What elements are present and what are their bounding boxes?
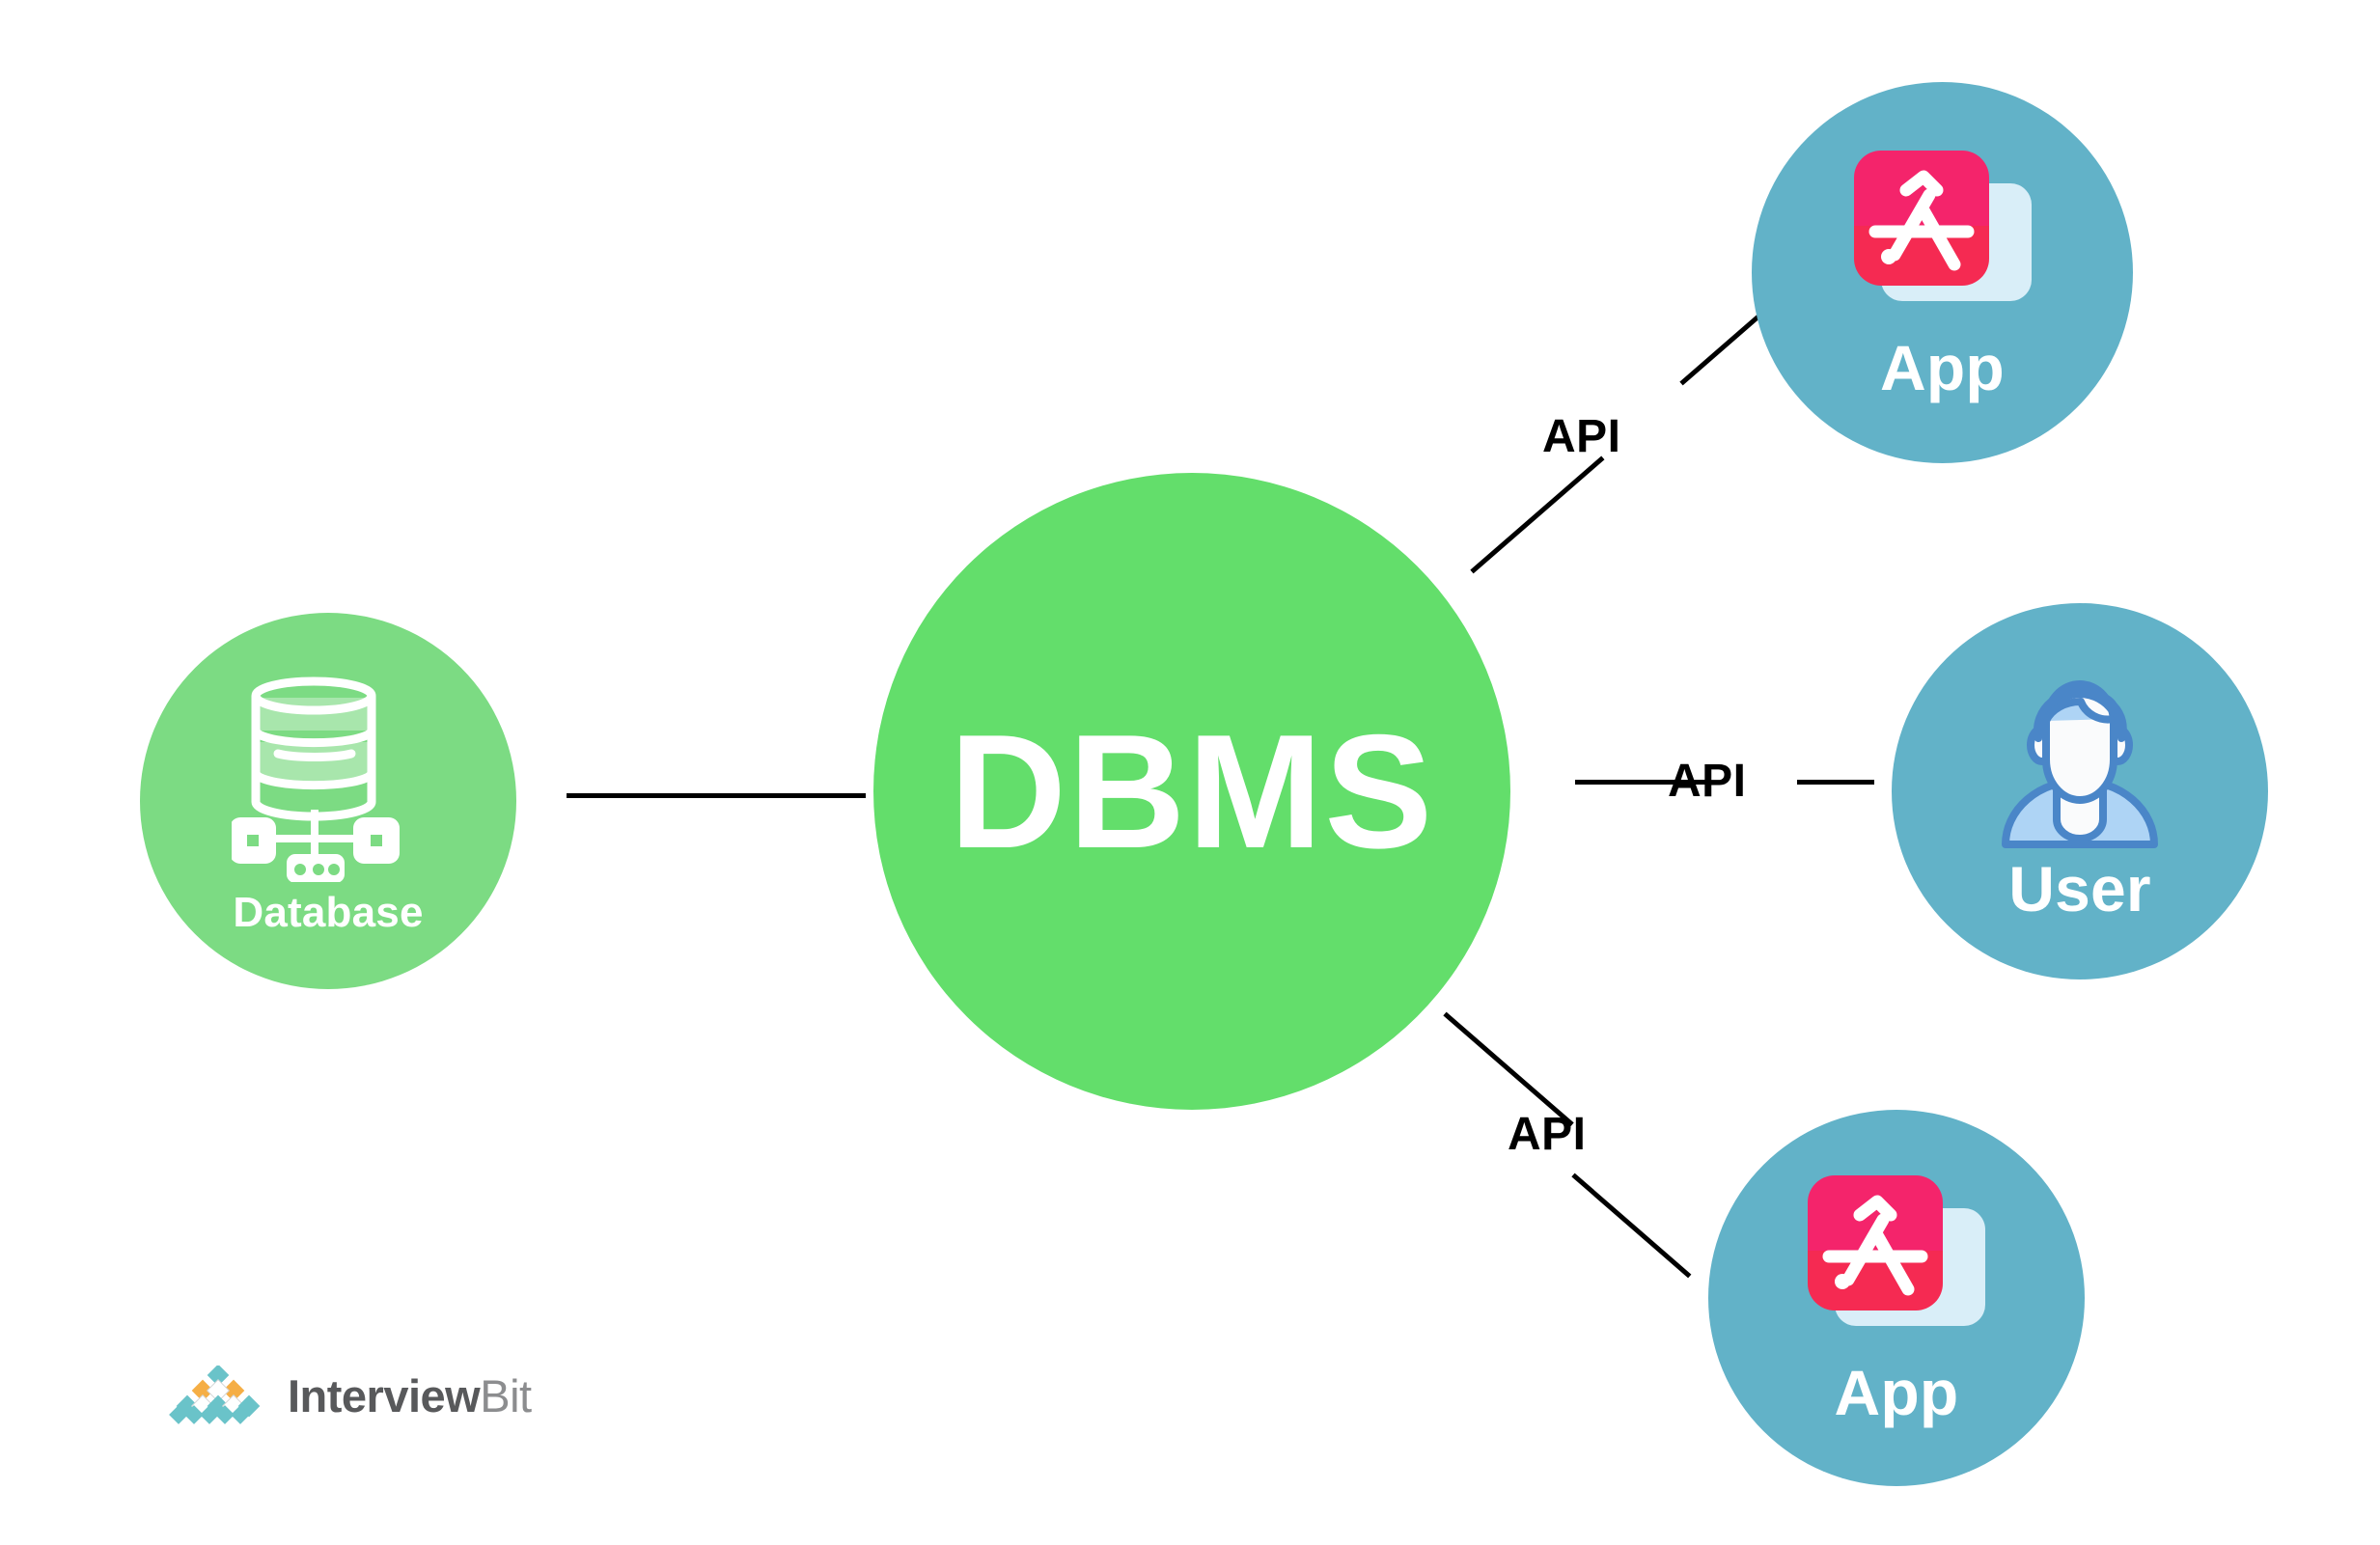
node-database[interactable]: Database	[140, 613, 516, 989]
node-app-top[interactable]: App	[1752, 82, 2133, 463]
logo-text-interview: Interview	[288, 1369, 481, 1421]
app-store-icon	[1846, 147, 2039, 330]
node-app-bottom[interactable]: App	[1708, 1110, 2085, 1486]
node-label-app-top: App	[1880, 331, 2005, 403]
interviewbit-wordmark: InterviewBit	[288, 1373, 532, 1419]
edge-line-database-dbms	[567, 793, 866, 798]
app-store-icon	[1800, 1172, 1993, 1355]
node-dbms[interactable]: DBMS	[873, 473, 1510, 1110]
node-label-user: User	[2008, 852, 2151, 924]
node-label-app-bottom: App	[1834, 1357, 1959, 1428]
edge-line-dbms-api-bottom-lower	[1571, 1173, 1692, 1279]
edge-label-api-top: API	[1542, 411, 1621, 462]
user-avatar-icon	[1988, 663, 2172, 851]
logo-text-bit: Bit	[480, 1369, 532, 1421]
edge-label-api-user: API	[1668, 756, 1747, 807]
node-label-database: Database	[233, 888, 424, 936]
edge-line-dbms-api-user-right	[1797, 780, 1874, 785]
interviewbit-diamond-mark	[166, 1364, 270, 1425]
database-icon	[230, 675, 425, 883]
edge-line-dbms-api-top-lower	[1470, 455, 1605, 574]
node-user[interactable]: User	[1892, 603, 2268, 979]
interviewbit-logo: InterviewBit	[166, 1364, 532, 1425]
edge-line-dbms-api-user-left	[1575, 780, 1705, 785]
node-label-dbms: DBMS	[949, 701, 1435, 882]
edge-label-api-bottom: API	[1508, 1109, 1587, 1160]
